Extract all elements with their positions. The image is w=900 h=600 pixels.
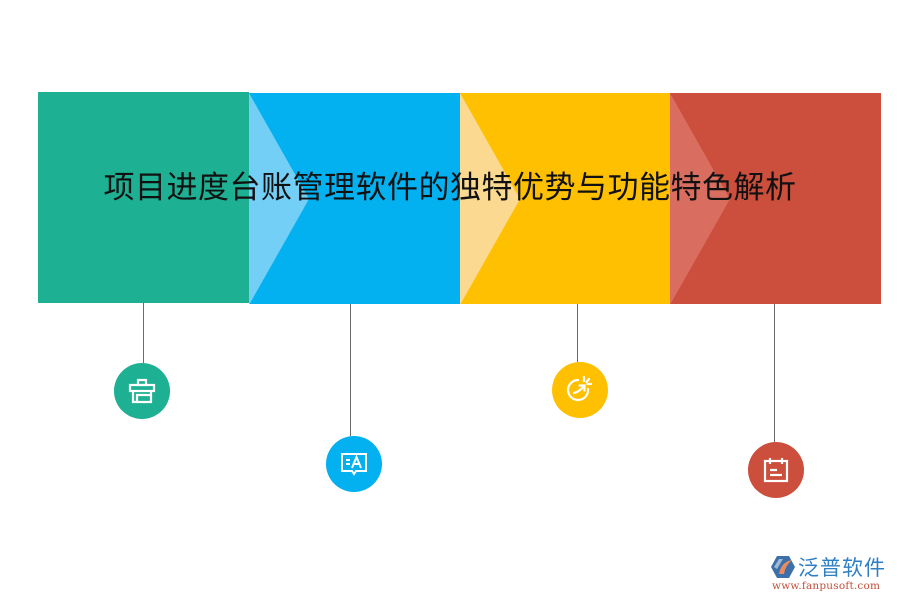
- brand-url: www.fanpusoft.com: [772, 580, 881, 592]
- brand-name: 泛普软件: [798, 556, 886, 580]
- chevron-arrow-shape: [670, 93, 730, 304]
- page-title: 项目进度台账管理软件的独特优势与功能特色解析: [103, 170, 797, 206]
- growth-node: [552, 362, 608, 418]
- growth-arrow-icon: [566, 375, 593, 402]
- translate-node: [326, 436, 382, 492]
- step-block-1: [38, 92, 249, 303]
- step-block-2: [249, 93, 460, 304]
- fanpu-logo-icon: [771, 556, 795, 578]
- brand-logo: 泛普软件 www.fanpusoft.com: [770, 552, 895, 594]
- step-block-3: [460, 93, 670, 304]
- step-block-4: [670, 93, 881, 304]
- connector-line-1: [143, 303, 144, 363]
- toolbox-icon: [128, 378, 156, 404]
- chevron-arrow-shape: [249, 93, 309, 304]
- calendar-node: [748, 442, 804, 498]
- calendar-icon: [763, 458, 789, 483]
- connector-line-4: [774, 304, 775, 442]
- translate-message-icon: [341, 453, 367, 476]
- connector-line-3: [577, 304, 578, 362]
- chevron-arrow-shape: [460, 93, 520, 304]
- toolbox-node: [114, 363, 170, 419]
- connector-line-2: [350, 304, 351, 436]
